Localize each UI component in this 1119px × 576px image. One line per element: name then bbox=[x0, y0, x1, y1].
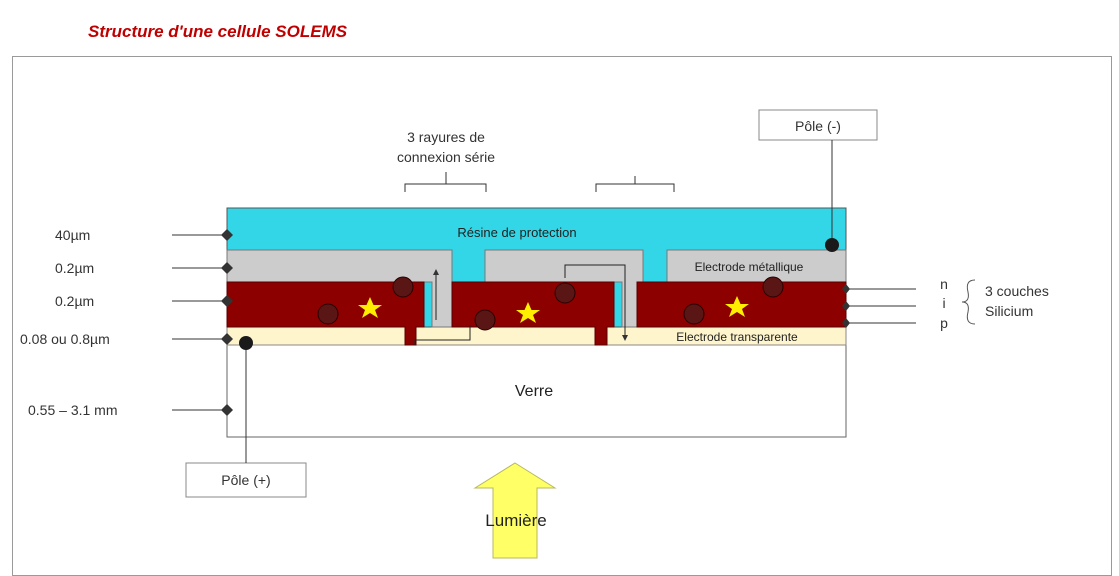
metal-electrode-segment-3 bbox=[666, 249, 847, 283]
layer-marker-icon bbox=[842, 318, 850, 328]
thickness-marker-icon bbox=[221, 262, 233, 274]
light-arrow-icon bbox=[473, 462, 557, 559]
thickness-marker-icon bbox=[221, 295, 233, 307]
thickness-marker-icon bbox=[221, 404, 233, 416]
scratches-label-line2: connexion série bbox=[397, 149, 495, 165]
transparent-electrode-label: Electrode transparente bbox=[676, 330, 798, 344]
charge-carrier-icon bbox=[474, 309, 496, 331]
layer-marker-icon bbox=[842, 284, 850, 294]
light-label: Lumière bbox=[485, 511, 546, 530]
current-path-1 bbox=[414, 325, 471, 345]
resin-label: Résine de protection bbox=[457, 225, 576, 240]
pole-positive-box bbox=[185, 462, 307, 498]
thickness-metal-label: 0.2µm bbox=[55, 260, 94, 276]
photon-star-icon bbox=[358, 297, 382, 318]
layer-group-label-line2: Silicium bbox=[985, 303, 1033, 319]
thickness-silicon-label: 0.2µm bbox=[55, 293, 94, 309]
layer-marker-icon bbox=[842, 301, 850, 311]
charge-carrier-icon bbox=[554, 282, 576, 304]
pole-positive-contact-icon bbox=[239, 336, 253, 350]
pole-negative-label: Pôle (-) bbox=[795, 118, 841, 134]
scratch-bracket-1 bbox=[404, 183, 487, 192]
glass-label: Verre bbox=[515, 383, 553, 400]
glass-layer bbox=[226, 344, 847, 438]
thickness-marker-icon bbox=[221, 333, 233, 345]
layer-group-brace bbox=[961, 279, 976, 325]
thickness-transparent-label: 0.08 ou 0.8µm bbox=[20, 331, 110, 347]
photon-star-icon bbox=[516, 302, 540, 323]
thickness-marker-icon bbox=[221, 229, 233, 241]
layer-group-label-line1: 3 couches bbox=[985, 283, 1049, 299]
scratch-bracket-2 bbox=[595, 183, 675, 192]
thickness-resin-label: 40µm bbox=[55, 227, 90, 243]
pole-positive-label: Pôle (+) bbox=[221, 472, 270, 488]
pole-negative-box bbox=[758, 109, 878, 141]
layer-n-label: n bbox=[940, 276, 948, 292]
silicon-cell-3 bbox=[636, 281, 847, 328]
charge-carrier-icon bbox=[683, 303, 705, 325]
pole-negative-contact-icon bbox=[825, 238, 839, 252]
charge-carrier-icon bbox=[317, 303, 339, 325]
thickness-glass-label: 0.55 – 3.1 mm bbox=[28, 402, 118, 418]
charge-carrier-icon bbox=[392, 276, 414, 298]
photon-star-icon bbox=[725, 296, 749, 317]
diagram-title: Structure d'une cellule SOLEMS bbox=[88, 22, 348, 41]
scratches-label-line1: 3 rayures de bbox=[407, 129, 485, 145]
current-arrow-down bbox=[564, 264, 628, 341]
layer-i-label: i bbox=[942, 295, 945, 311]
metal-electrode-label: Electrode métallique bbox=[695, 260, 804, 274]
layer-p-label: p bbox=[940, 315, 948, 331]
charge-carrier-icon bbox=[762, 276, 784, 298]
